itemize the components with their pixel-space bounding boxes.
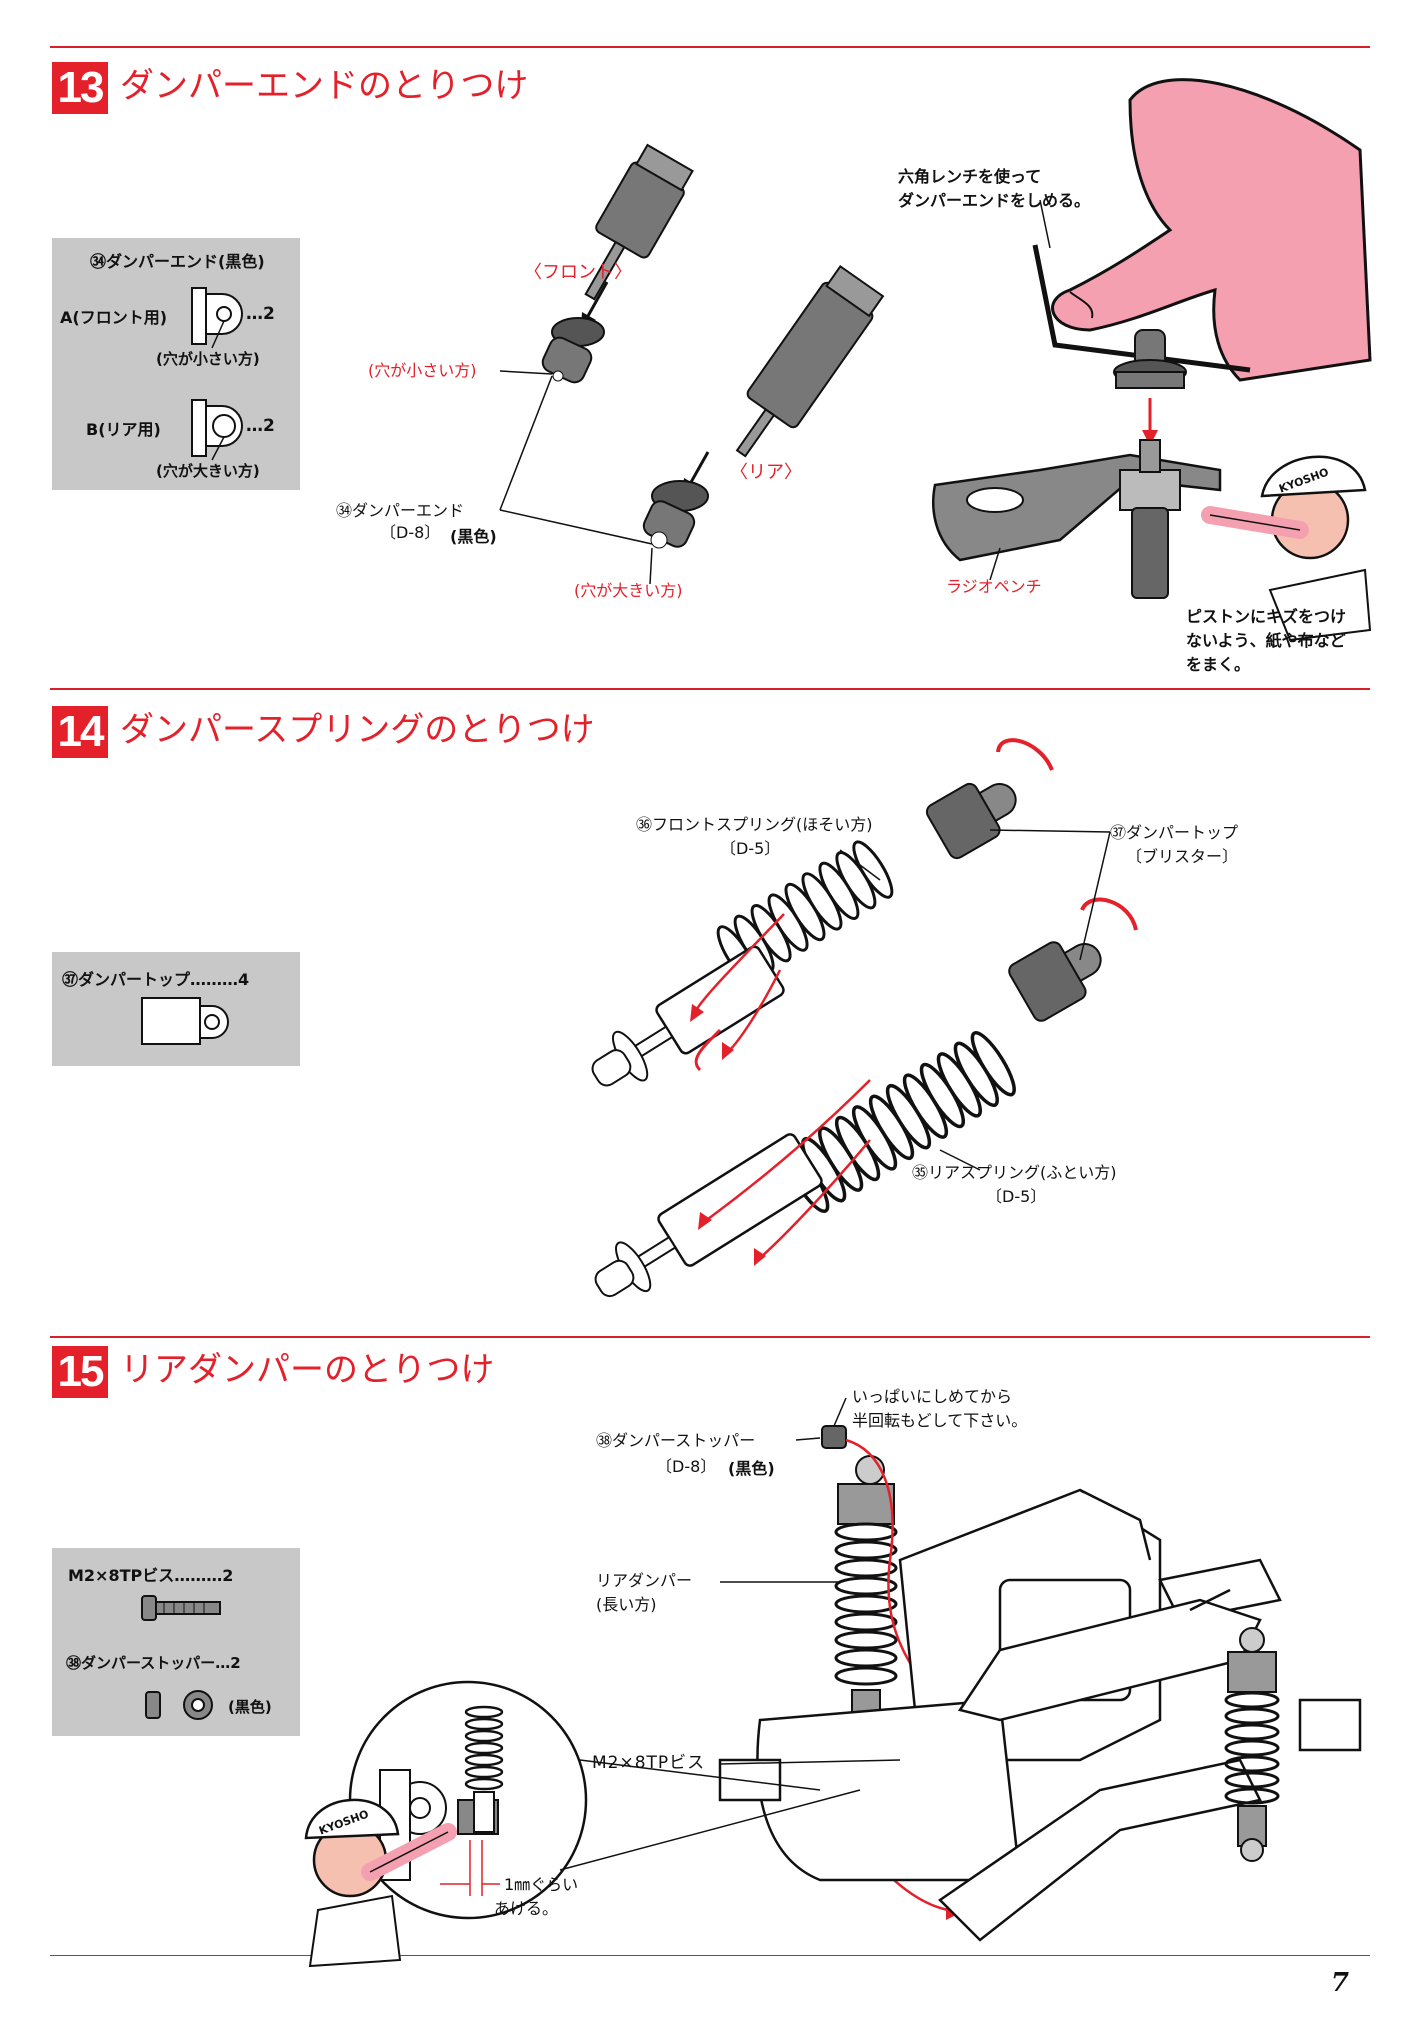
- piston-note-line-1: ピストンにキズをつけ: [1186, 607, 1347, 626]
- step-14-title: ダンパースプリングのとりつけ: [120, 710, 595, 750]
- rear-damper-end: [642, 480, 709, 549]
- label-screw: M2×8TPビス: [592, 1753, 706, 1773]
- front-damper-end: [541, 317, 605, 384]
- wrapped-piston: [1119, 439, 1181, 599]
- parts-a-note: (穴が小さい方): [156, 350, 260, 368]
- page-number: 7: [1330, 1968, 1349, 1998]
- piston-note-line-2: ないよう、紙や布など: [1186, 631, 1346, 650]
- damper-end-parts-icon: [191, 287, 243, 461]
- damper-top-parts-icon: [141, 997, 229, 1045]
- parts-a-qty: …2: [246, 304, 275, 324]
- label-rear: 〈リア〉: [730, 462, 802, 483]
- label-damper-end-color: (黒色): [450, 527, 497, 546]
- parts-item-damper-end: ㉞ダンパーエンド(黒色): [90, 252, 265, 271]
- kid-mascot-13: [1201, 455, 1372, 642]
- label-damper-top: ㊲ダンパートップ: [1110, 823, 1239, 842]
- label-damper-top-code: 〔ブリスター〕: [1126, 847, 1239, 866]
- installed-right-damper: [1224, 1627, 1280, 1862]
- label-damper-end-code: 〔D-8〕: [380, 523, 441, 542]
- gap-note-line-1: 1㎜ぐらい: [504, 1875, 579, 1894]
- rear-damper-top: [1008, 941, 1102, 1022]
- label-rear-spring-code: 〔D-5〕: [986, 1187, 1047, 1206]
- front-damper-top: [925, 782, 1017, 860]
- section-rule-14: [50, 688, 1370, 690]
- step-13-parts-box: ㉞ダンパーエンド(黒色) A(フロント用) …2 (穴が小さい方) B(リア用)…: [52, 238, 300, 490]
- rear-chassis-gearbox: [718, 1488, 1362, 1942]
- label-rear-damper-long: (長い方): [596, 1595, 657, 1614]
- step-13-number: 13: [52, 62, 108, 114]
- parts-stopper-color: (黒色): [228, 1698, 272, 1716]
- label-front: 〈フロント〉: [524, 262, 632, 283]
- step-14-parts-box: ㊲ダンパートップ………4: [52, 952, 300, 1066]
- section-rule-top: [50, 46, 1370, 48]
- label-stopper-code: 〔D-8〕: [656, 1457, 717, 1476]
- damper-end-top-view: [1113, 329, 1187, 389]
- parts-a-label: A(フロント用): [60, 308, 168, 327]
- parts-item-screw: M2×8TPビス………2: [68, 1566, 234, 1585]
- hex-note-line-1: 六角レンチを使って: [898, 167, 1042, 186]
- tighten-note-line-1: いっぱいにしめてから: [852, 1387, 1013, 1406]
- label-stopper: ㊳ダンパーストッパー: [596, 1431, 756, 1450]
- tighten-note-line-2: 半回転もどして下さい。: [852, 1411, 1028, 1430]
- label-rear-damper: リアダンパー: [596, 1571, 693, 1590]
- label-rear-spring: ㉟リアスプリング(ふとい方): [912, 1163, 1117, 1182]
- label-front-spring-code: 〔D-5〕: [720, 839, 781, 858]
- parts-b-label: B(リア用): [86, 420, 161, 439]
- gap-note-line-2: あける。: [494, 1899, 559, 1918]
- damper-stopper: [821, 1425, 847, 1449]
- parts-item-damper-top: ㊲ダンパートップ………4: [62, 970, 250, 989]
- front-damper-body: [591, 945, 785, 1087]
- hand-illustration: [1051, 78, 1372, 382]
- step-15-title: リアダンパーのとりつけ: [120, 1350, 495, 1390]
- kid-mascot-15: [304, 1798, 457, 1968]
- parts-item-stopper: ㊳ダンパーストッパー…2: [66, 1654, 241, 1672]
- step-15-parts-box: M2×8TPビス………2 ㊳ダンパーストッパー…2 (黒色): [52, 1548, 300, 1736]
- piston-note-line-3: をまく。: [1186, 655, 1251, 674]
- rear-spring-coil: [784, 1030, 1016, 1214]
- label-large-hole: (穴が大きい方): [574, 581, 683, 600]
- label-radio-pliers: ラジオペンチ: [946, 577, 1042, 596]
- label-front-spring: ㊱フロントスプリング(ほそい方): [636, 815, 873, 834]
- section-rule-15: [50, 1336, 1370, 1338]
- shock-tower: [957, 1588, 1262, 1722]
- label-damper-end: ㉞ダンパーエンド: [336, 501, 465, 520]
- step-15-number: 15: [52, 1346, 108, 1398]
- screw-stopper-parts-icon: [141, 1595, 221, 1720]
- parts-b-qty: …2: [246, 416, 275, 436]
- step-13-title: ダンパーエンドのとりつけ: [120, 66, 529, 106]
- rear-damper-shaft: [735, 264, 885, 458]
- front-damper-shaft: [584, 143, 694, 301]
- section-rule-bottom: [50, 1955, 1370, 1956]
- hex-note-line-2: ダンパーエンドをしめる。: [898, 191, 1091, 210]
- step-14-number: 14: [52, 706, 108, 758]
- label-stopper-color: (黒色): [728, 1459, 775, 1478]
- parts-b-note: (穴が大きい方): [156, 462, 260, 480]
- rear-damper-body: [594, 1133, 823, 1298]
- label-small-hole: (穴が小さい方): [368, 361, 477, 380]
